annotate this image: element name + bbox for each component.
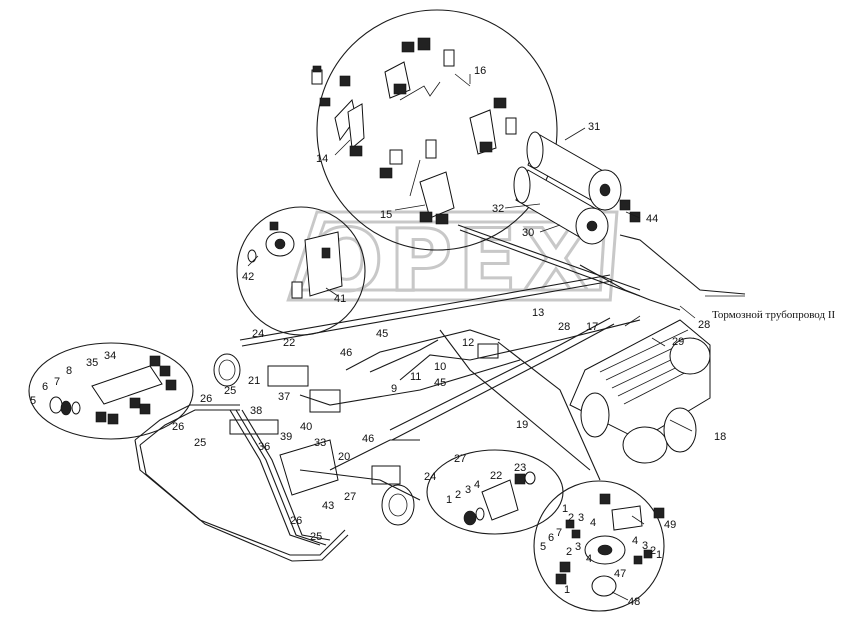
callout-28-mid: 28 bbox=[558, 321, 570, 333]
callout-26-bottom: 26 bbox=[290, 515, 302, 527]
callout-37: 37 bbox=[278, 391, 290, 403]
callout-4-relay-left: 4 bbox=[586, 553, 592, 565]
callout-41: 41 bbox=[334, 293, 346, 305]
callout-22-valve: 22 bbox=[490, 470, 502, 482]
callout-34: 34 bbox=[104, 350, 116, 362]
air-tank-30 bbox=[513, 166, 641, 245]
detail-valve-parts bbox=[463, 471, 536, 526]
callout-2-relay-right: 2 bbox=[650, 545, 656, 557]
callout-46-top: 46 bbox=[340, 347, 352, 359]
detail-circle-relay-valve bbox=[533, 480, 665, 612]
callout-4-relay-top: 4 bbox=[590, 517, 596, 529]
valve-blocks bbox=[229, 343, 499, 496]
callout-45-top: 45 bbox=[376, 328, 388, 340]
callout-42: 42 bbox=[242, 271, 254, 283]
callout-25-top: 25 bbox=[224, 385, 236, 397]
fitting-block-parts bbox=[49, 355, 177, 425]
brake-pipes bbox=[134, 224, 746, 562]
battery-box-18 bbox=[569, 319, 711, 464]
callout-32: 32 bbox=[492, 203, 504, 215]
callout-2-relay-left: 2 bbox=[566, 546, 572, 558]
callout-20: 20 bbox=[338, 451, 350, 463]
brake-chamber-center bbox=[381, 484, 415, 526]
callout-21: 21 bbox=[248, 375, 260, 387]
detail-circle-fitting-block bbox=[28, 342, 194, 440]
callout-7-left: 7 bbox=[54, 376, 60, 388]
callout-49: 49 bbox=[664, 519, 676, 531]
callout-24-bottom: 24 bbox=[424, 471, 436, 483]
callout-16: 16 bbox=[474, 65, 486, 77]
callout-17: 17 bbox=[586, 321, 598, 333]
callout-45-mid: 45 bbox=[434, 377, 446, 389]
callout-9: 9 bbox=[391, 383, 397, 395]
callout-1-relay-bottom: 1 bbox=[564, 584, 570, 596]
callout-5-relay: 5 bbox=[540, 541, 546, 553]
callout-43: 43 bbox=[322, 500, 334, 512]
callout-4-valve: 4 bbox=[474, 479, 480, 491]
valve-bracket-parts bbox=[247, 221, 343, 299]
callout-6-relay: 6 bbox=[548, 532, 554, 544]
callout-24-top: 24 bbox=[252, 328, 264, 340]
callout-38: 38 bbox=[250, 405, 262, 417]
callout-3-relay-left: 3 bbox=[575, 541, 581, 553]
callout-2-valve: 2 bbox=[455, 489, 461, 501]
callout-30: 30 bbox=[522, 227, 534, 239]
callout-10: 10 bbox=[434, 361, 446, 373]
callout-3-valve: 3 bbox=[465, 484, 471, 496]
detail-circle-brackets bbox=[316, 9, 558, 251]
callout-1-valve: 1 bbox=[446, 494, 452, 506]
callout-33: 33 bbox=[314, 437, 326, 449]
callout-27-right: 27 bbox=[454, 453, 466, 465]
callout-3-relay-right: 3 bbox=[642, 540, 648, 552]
callout-31: 31 bbox=[588, 121, 600, 133]
callout-18: 18 bbox=[714, 431, 726, 443]
watermark-text: OPEX bbox=[310, 211, 595, 311]
callout-1-relay-top: 1 bbox=[562, 503, 568, 515]
callout-40: 40 bbox=[300, 421, 312, 433]
callout-8: 8 bbox=[66, 365, 72, 377]
callout-27-left: 27 bbox=[344, 491, 356, 503]
callout-44: 44 bbox=[646, 213, 658, 225]
callout-2-relay-top: 2 bbox=[568, 512, 574, 524]
callout-3-relay-top: 3 bbox=[578, 512, 584, 524]
callout-6-left: 6 bbox=[42, 381, 48, 393]
callout-46-bottom: 46 bbox=[362, 433, 374, 445]
callout-48: 48 bbox=[628, 596, 640, 608]
brake-pipeline-caption: Тормозной трубопровод II bbox=[712, 309, 836, 321]
callout-14: 14 bbox=[316, 153, 328, 165]
callout-11: 11 bbox=[410, 371, 421, 383]
callout-5-left: 5 bbox=[30, 395, 36, 407]
callout-26-left: 26 bbox=[172, 421, 184, 433]
callout-labels: 16 14 15 31 32 30 44 42 41 13 28 28 17 2… bbox=[30, 65, 726, 608]
callout-36: 36 bbox=[258, 441, 270, 453]
bracket-parts bbox=[311, 37, 517, 225]
air-tank-31 bbox=[526, 131, 622, 211]
detail-circle-valve-bracket bbox=[236, 206, 366, 336]
callout-47: 47 bbox=[614, 568, 626, 580]
callout-4-relay-right: 4 bbox=[632, 535, 638, 547]
callout-7-relay: 7 bbox=[556, 527, 562, 539]
callout-22-top: 22 bbox=[283, 337, 295, 349]
callout-35: 35 bbox=[86, 357, 98, 369]
brake-chamber-left bbox=[213, 353, 241, 387]
callout-19: 19 bbox=[516, 419, 528, 431]
callout-23: 23 bbox=[514, 462, 526, 474]
callout-39: 39 bbox=[280, 431, 292, 443]
callout-15: 15 bbox=[380, 209, 392, 221]
callout-13: 13 bbox=[532, 307, 544, 319]
callout-25-bottom: 25 bbox=[310, 531, 322, 543]
callout-1-relay-right: 1 bbox=[656, 549, 662, 561]
leader-lines bbox=[247, 73, 745, 601]
callout-29: 29 bbox=[672, 336, 684, 348]
detail-relay-parts bbox=[555, 493, 665, 597]
callout-26-top: 26 bbox=[200, 393, 212, 405]
callout-28-right: 28 bbox=[698, 319, 710, 331]
callout-25-left: 25 bbox=[194, 437, 206, 449]
callout-12: 12 bbox=[462, 337, 474, 349]
